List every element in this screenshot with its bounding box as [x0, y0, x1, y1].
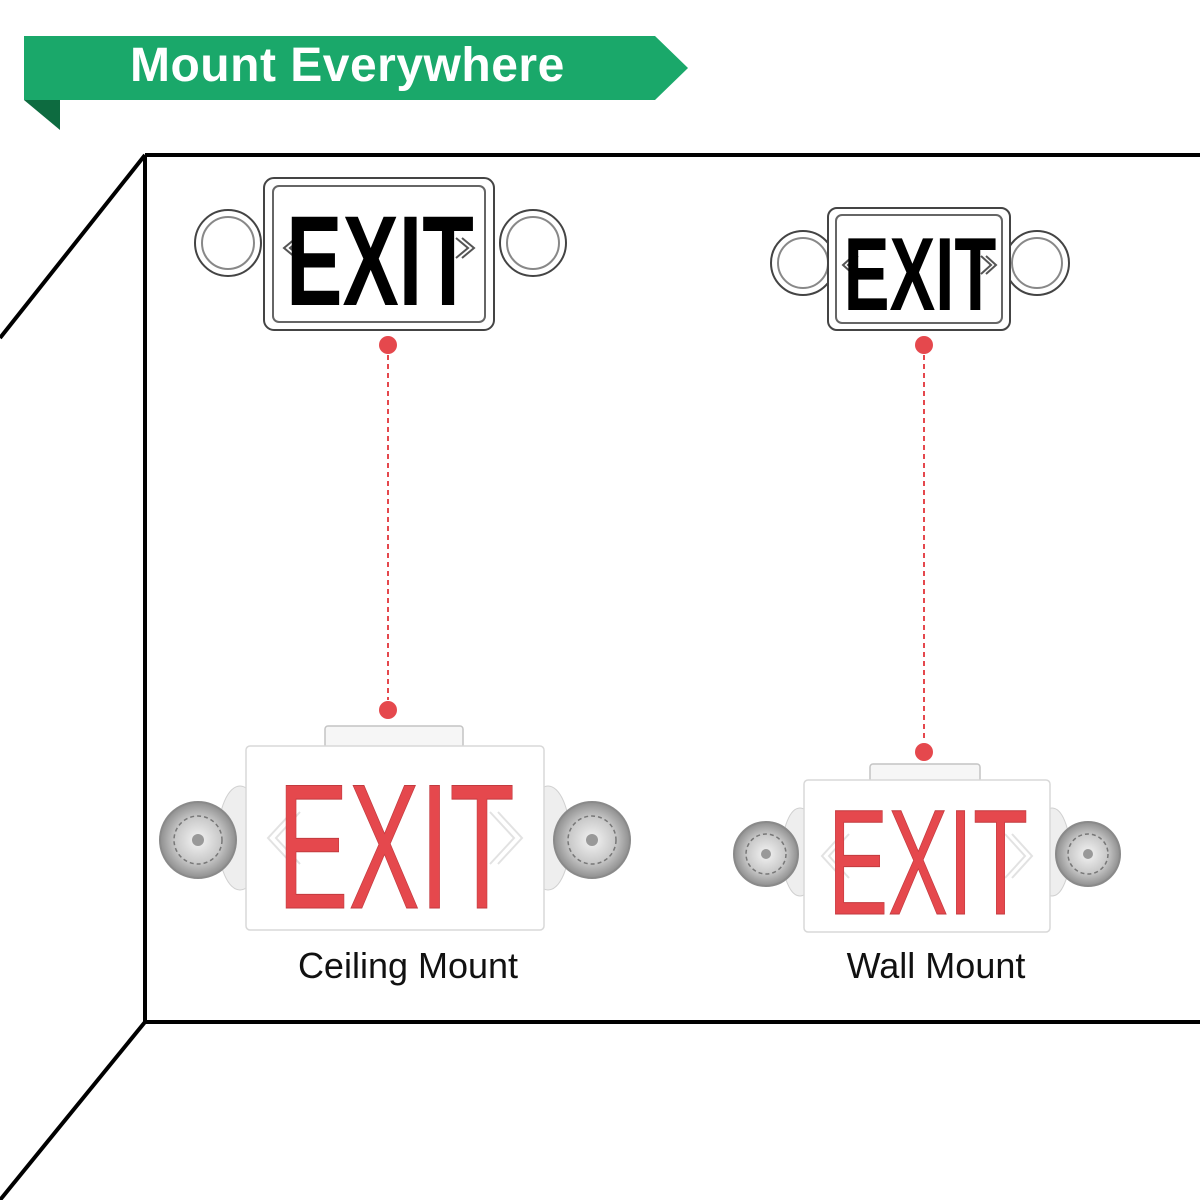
- exit-text: EXIT: [277, 748, 514, 947]
- left-chevron-icon: [820, 833, 850, 879]
- ceiling-outline-exit-sign: EXIT: [194, 177, 567, 332]
- ceiling-connector: [379, 336, 397, 719]
- connector-dot-top: [379, 336, 397, 354]
- sign-housing: [803, 779, 1051, 933]
- left-lamp-inner-ring: [201, 216, 255, 270]
- connector-dot-top: [915, 336, 933, 354]
- left-chevron-icon: [266, 811, 301, 865]
- banner-fold: [24, 100, 60, 130]
- exit-text: EXIT: [844, 216, 997, 333]
- ceiling-mount-caption: Ceiling Mount: [297, 945, 519, 986]
- connector-dot-bottom: [915, 743, 933, 761]
- left-lamp-outline-icon: [770, 230, 836, 296]
- right-chevron-icon: [980, 255, 998, 275]
- wall-mounted-exit-combo: EXIT: [733, 763, 1121, 947]
- lamp-bulb: [1083, 849, 1093, 859]
- perspective-line-top: [0, 153, 147, 340]
- lamp-lens: [1067, 833, 1109, 875]
- lamp-bulb: [761, 849, 771, 859]
- right-chevron-icon: [489, 811, 524, 865]
- right-lamp-inner-ring: [506, 216, 560, 270]
- left-chevron-icon: [282, 237, 303, 259]
- right-lamp-outline-icon: [1004, 230, 1070, 296]
- mounting-canopy: [324, 725, 464, 749]
- right-lamp-inner-ring: [1011, 237, 1063, 289]
- left-lamp-outline-icon: [194, 209, 262, 277]
- banner-title: Mount Everywhere: [130, 39, 565, 92]
- left-chevron-icon: [841, 255, 859, 275]
- lamp-bulb: [192, 834, 204, 846]
- sign-housing: [827, 207, 1011, 331]
- sign-housing: [245, 745, 545, 931]
- banner: [24, 36, 688, 130]
- lamp-lens: [173, 815, 223, 865]
- wall-outline-exit-sign: EXIT: [770, 207, 1070, 333]
- right-chevron-icon: [1004, 833, 1034, 879]
- wall-connector: [915, 336, 933, 761]
- lamp-bulb: [586, 834, 598, 846]
- perspective-line-bottom: [0, 1020, 147, 1200]
- lamp-lens: [745, 833, 787, 875]
- wall-mount-caption: Wall Mount: [846, 945, 1026, 986]
- sign-face: [272, 185, 486, 323]
- exit-text: EXIT: [828, 779, 1028, 946]
- lamp-lens: [567, 815, 617, 865]
- right-chevron-icon: [455, 237, 476, 259]
- exit-text: EXIT: [286, 189, 474, 332]
- banner-ribbon: [24, 36, 688, 100]
- sign-housing: [263, 177, 495, 331]
- ceiling-mounted-exit-combo: EXIT: [159, 725, 631, 947]
- right-lamp-outline-icon: [499, 209, 567, 277]
- sign-face: [835, 214, 1003, 324]
- connector-dot-bottom: [379, 701, 397, 719]
- room-outline: [0, 153, 1200, 1200]
